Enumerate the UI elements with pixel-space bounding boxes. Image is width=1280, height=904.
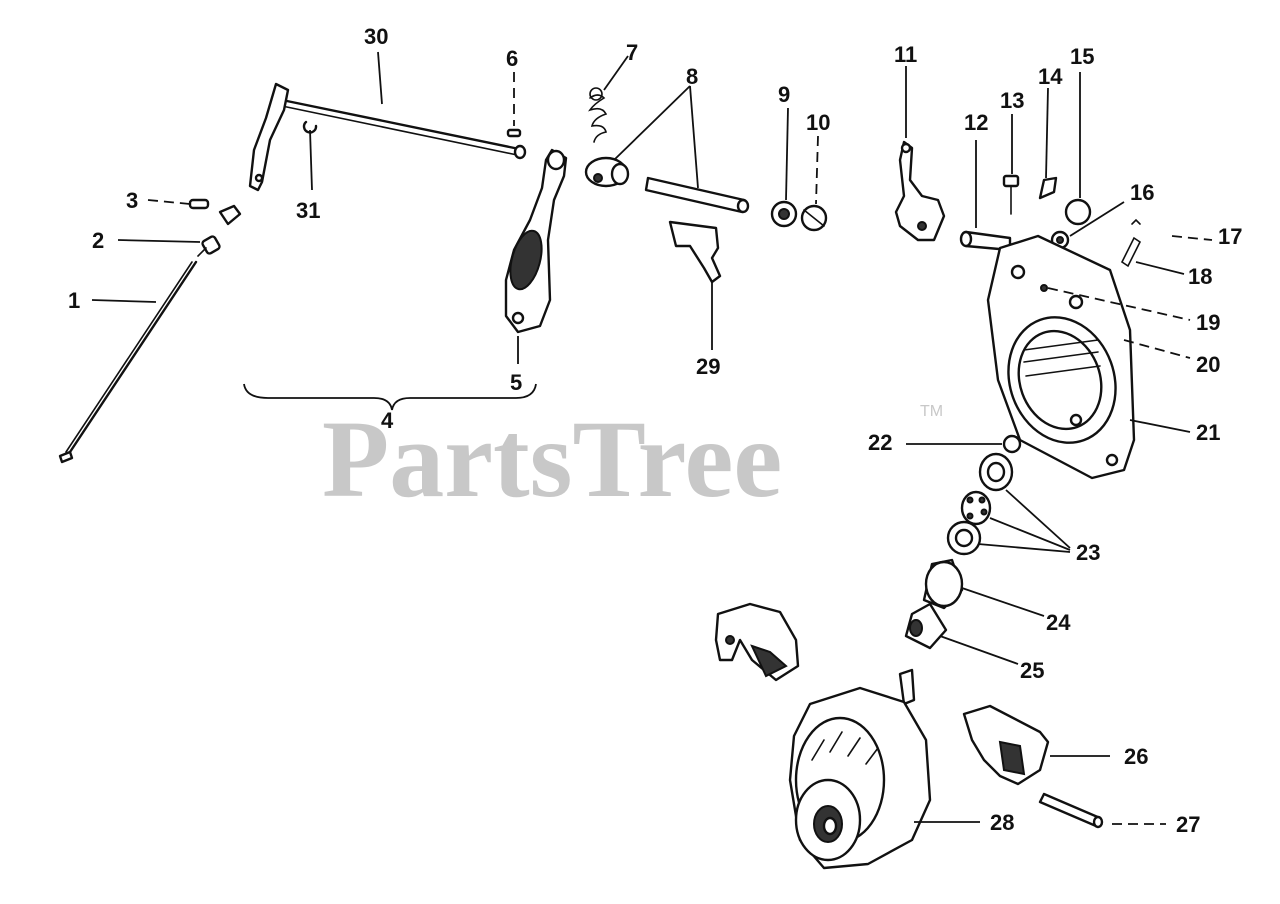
bracket-4 <box>243 383 537 411</box>
callout-22: 22 <box>868 430 892 455</box>
leader-10 <box>815 135 819 205</box>
callout-30: 30 <box>364 24 388 49</box>
leader-8b <box>689 85 699 189</box>
leader-20 <box>1123 339 1191 359</box>
leader-14 <box>1045 87 1049 179</box>
part-10-bushing[interactable] <box>800 204 828 232</box>
part-6-pin[interactable] <box>506 128 522 138</box>
callout-16: 16 <box>1130 180 1154 205</box>
callout-21: 21 <box>1196 420 1220 445</box>
leader-21 <box>1129 419 1191 433</box>
part-7-spring[interactable] <box>588 87 608 143</box>
part-23-bearing[interactable] <box>960 490 992 526</box>
leader-24 <box>961 587 1045 617</box>
callout-28: 28 <box>990 810 1014 835</box>
callout-26: 26 <box>1124 744 1148 769</box>
callout-3: 3 <box>126 188 138 213</box>
callout-15: 15 <box>1070 44 1094 69</box>
part-20-housing[interactable] <box>986 234 1136 480</box>
part-12-throttle-shaft[interactable] <box>959 230 1012 252</box>
callout-9: 9 <box>778 82 790 107</box>
leader-18 <box>1135 261 1185 275</box>
part-22-washer[interactable] <box>1002 434 1022 454</box>
part-3-pin[interactable] <box>188 198 210 210</box>
part-1-governor-rod[interactable] <box>58 260 198 464</box>
part-5-governor-lever[interactable] <box>504 148 568 334</box>
callout-23: 23 <box>1076 540 1100 565</box>
leader-23a <box>1005 489 1071 549</box>
leader-8a <box>613 85 691 161</box>
leader-2 <box>117 239 201 243</box>
callout-labels: 1 2 3 4 5 6 7 8 9 10 11 12 13 14 15 16 1… <box>68 24 1242 837</box>
callout-12: 12 <box>964 110 988 135</box>
watermark-text: PartsTree <box>322 398 782 520</box>
part-30-governor-shaft[interactable] <box>248 82 527 192</box>
part-29-bracket[interactable] <box>668 220 722 284</box>
part-23-race[interactable] <box>946 520 982 556</box>
callout-13: 13 <box>1000 88 1024 113</box>
part-11-throttle-lever[interactable] <box>894 140 946 242</box>
callout-5: 5 <box>510 370 522 395</box>
callout-11: 11 <box>894 42 917 67</box>
part-27-pin[interactable] <box>1038 792 1104 829</box>
leader-1 <box>91 299 157 303</box>
callout-7: 7 <box>626 40 638 65</box>
watermark-trademark: TM <box>920 403 943 420</box>
part-13-screw[interactable] <box>1002 174 1020 215</box>
leader-19 <box>1047 287 1191 321</box>
callout-25: 25 <box>1020 658 1044 683</box>
callout-14: 14 <box>1038 64 1063 89</box>
part-15-plug[interactable] <box>1064 198 1092 226</box>
leader-lines <box>91 51 1213 825</box>
part-28-gear-assembly[interactable] <box>788 668 932 870</box>
callout-18: 18 <box>1188 264 1212 289</box>
governor-weight-left[interactable] <box>714 602 800 682</box>
callout-2: 2 <box>92 228 104 253</box>
callout-31: 31 <box>296 198 320 223</box>
callout-4: 4 <box>381 408 394 433</box>
part-18-stud[interactable] <box>1120 236 1142 268</box>
callout-10: 10 <box>806 110 830 135</box>
callout-20: 20 <box>1196 352 1220 377</box>
part-31-clip[interactable] <box>302 120 318 134</box>
callout-19: 19 <box>1196 310 1220 335</box>
leader-7 <box>603 55 629 91</box>
leader-23c <box>977 543 1071 553</box>
leader-25 <box>939 635 1019 665</box>
callout-8: 8 <box>686 64 698 89</box>
part-14-fitting[interactable] <box>1038 176 1058 200</box>
part-9-washer[interactable] <box>770 200 798 228</box>
callout-29: 29 <box>696 354 720 379</box>
callout-27: 27 <box>1176 812 1200 837</box>
callout-24: 24 <box>1046 610 1071 635</box>
leader-17 <box>1171 235 1213 241</box>
callout-17: 17 <box>1218 224 1242 249</box>
callout-6: 6 <box>506 46 518 71</box>
part-23-seal[interactable] <box>978 452 1014 492</box>
part-8-bushing[interactable] <box>584 156 630 188</box>
part-25-collar[interactable] <box>904 602 948 650</box>
callout-1: 1 <box>68 288 80 313</box>
part-8-cross-shaft[interactable] <box>644 176 750 214</box>
leader-9 <box>785 107 789 201</box>
leader-23b <box>989 517 1071 551</box>
leader-16 <box>1069 201 1125 237</box>
leader-3 <box>147 199 191 205</box>
leader-30 <box>377 51 383 105</box>
part-17-screw[interactable] <box>1131 218 1141 225</box>
part-3-clevis[interactable] <box>218 204 242 226</box>
part-2-rod-connector[interactable] <box>197 235 221 257</box>
leader-31 <box>309 129 313 191</box>
part-24-spacer[interactable] <box>922 558 964 610</box>
part-26-governor-weight[interactable] <box>962 704 1050 786</box>
